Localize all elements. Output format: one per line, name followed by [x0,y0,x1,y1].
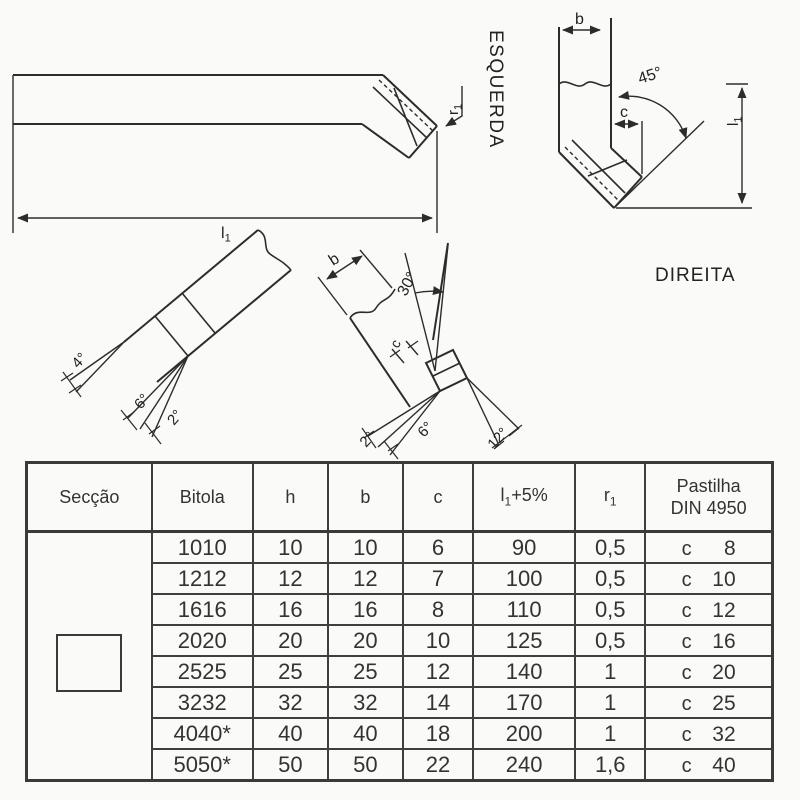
cell-r1: 0,5 [574,624,647,657]
top-30-label: 30° [395,270,421,299]
cell-c: 10 [401,624,475,657]
col-header-b: b [326,461,404,533]
side-view-drawing [12,74,463,233]
cell-bitola: 1212 [150,562,254,595]
cell-bitola: 2020 [150,624,254,657]
top-angle6-label: 6° [414,419,436,441]
cell-r1: 0,5 [574,562,647,595]
front-angle2-label: 2° [164,407,186,429]
cell-h: 12 [251,562,329,595]
cell-bitola: 1010 [150,530,254,564]
top-c-label: c [387,337,404,351]
cell-b: 12 [326,562,404,595]
corner-45-label: 45° [636,64,664,88]
cell-b: 32 [326,686,404,719]
corner-l1-label: l1 [725,117,745,126]
top-angle12-label: 12° [484,424,512,452]
cell-l1: 240 [472,748,577,782]
front-angle6-label: 6° [131,391,153,413]
corner-view-drawing [558,18,752,209]
cell-r1: 1 [574,655,647,688]
col-header-l1: l1+5% [472,461,577,533]
esquerda-label: ESQUERDA [485,30,506,149]
cell-l1: 125 [472,624,577,657]
direita-label: DIREITA [655,265,736,286]
cell-r1: 1 [574,717,647,750]
cell-c: 7 [401,562,475,595]
cell-l1: 90 [472,530,577,564]
cell-b: 16 [326,593,404,626]
col-header-c: c [401,461,475,533]
cell-l1: 200 [472,717,577,750]
seccao-symbol-cell [25,530,153,782]
cell-c: 18 [401,717,475,750]
cell-b: 20 [326,624,404,657]
cell-b: 40 [326,717,404,750]
cell-c: 8 [401,593,475,626]
cell-h: 16 [251,593,329,626]
cell-r1: 1,6 [574,748,647,782]
cell-bitola: 2525 [150,655,254,688]
col-header-r1: r1 [574,461,647,533]
cell-h: 32 [251,686,329,719]
side-view-l1-label: l1 [221,225,231,245]
cell-h: 10 [251,530,329,564]
cell-b: 10 [326,530,404,564]
cell-bitola: 1616 [150,593,254,626]
top-b-label: b [326,250,343,269]
col-header-bitola: Bitola [150,461,254,533]
cell-l1: 110 [472,593,577,626]
cell-bitola: 4040* [150,717,254,750]
cell-b: 25 [326,655,404,688]
cell-l1: 140 [472,655,577,688]
cell-r1: 0,5 [574,593,647,626]
cell-bitola: 5050* [150,748,254,782]
cell-h: 25 [251,655,329,688]
top-view-drawing [317,242,523,460]
cell-l1: 100 [472,562,577,595]
cell-r1: 0,5 [574,530,647,564]
cell-c: 12 [401,655,475,688]
corner-c-label: c [620,104,628,121]
corner-b-label: b [575,11,584,28]
cell-h: 20 [251,624,329,657]
cell-h: 50 [251,748,329,782]
front-view-drawing [60,229,292,445]
cell-c: 14 [401,686,475,719]
side-view-r1-label: r1 [445,104,465,115]
cell-bitola: 3232 [150,686,254,719]
cell-b: 50 [326,748,404,782]
square-section-symbol [56,634,123,692]
cell-c: 6 [401,530,475,564]
col-header-h: h [251,461,329,533]
col-header-seccao: Secção [25,461,153,533]
cell-h: 40 [251,717,329,750]
cell-c: 22 [401,748,475,782]
cell-r1: 1 [574,686,647,719]
cell-l1: 170 [472,686,577,719]
technical-drawings: l1 r1 ESQUERDA b 45° c l1 DIREITA [12,11,752,460]
